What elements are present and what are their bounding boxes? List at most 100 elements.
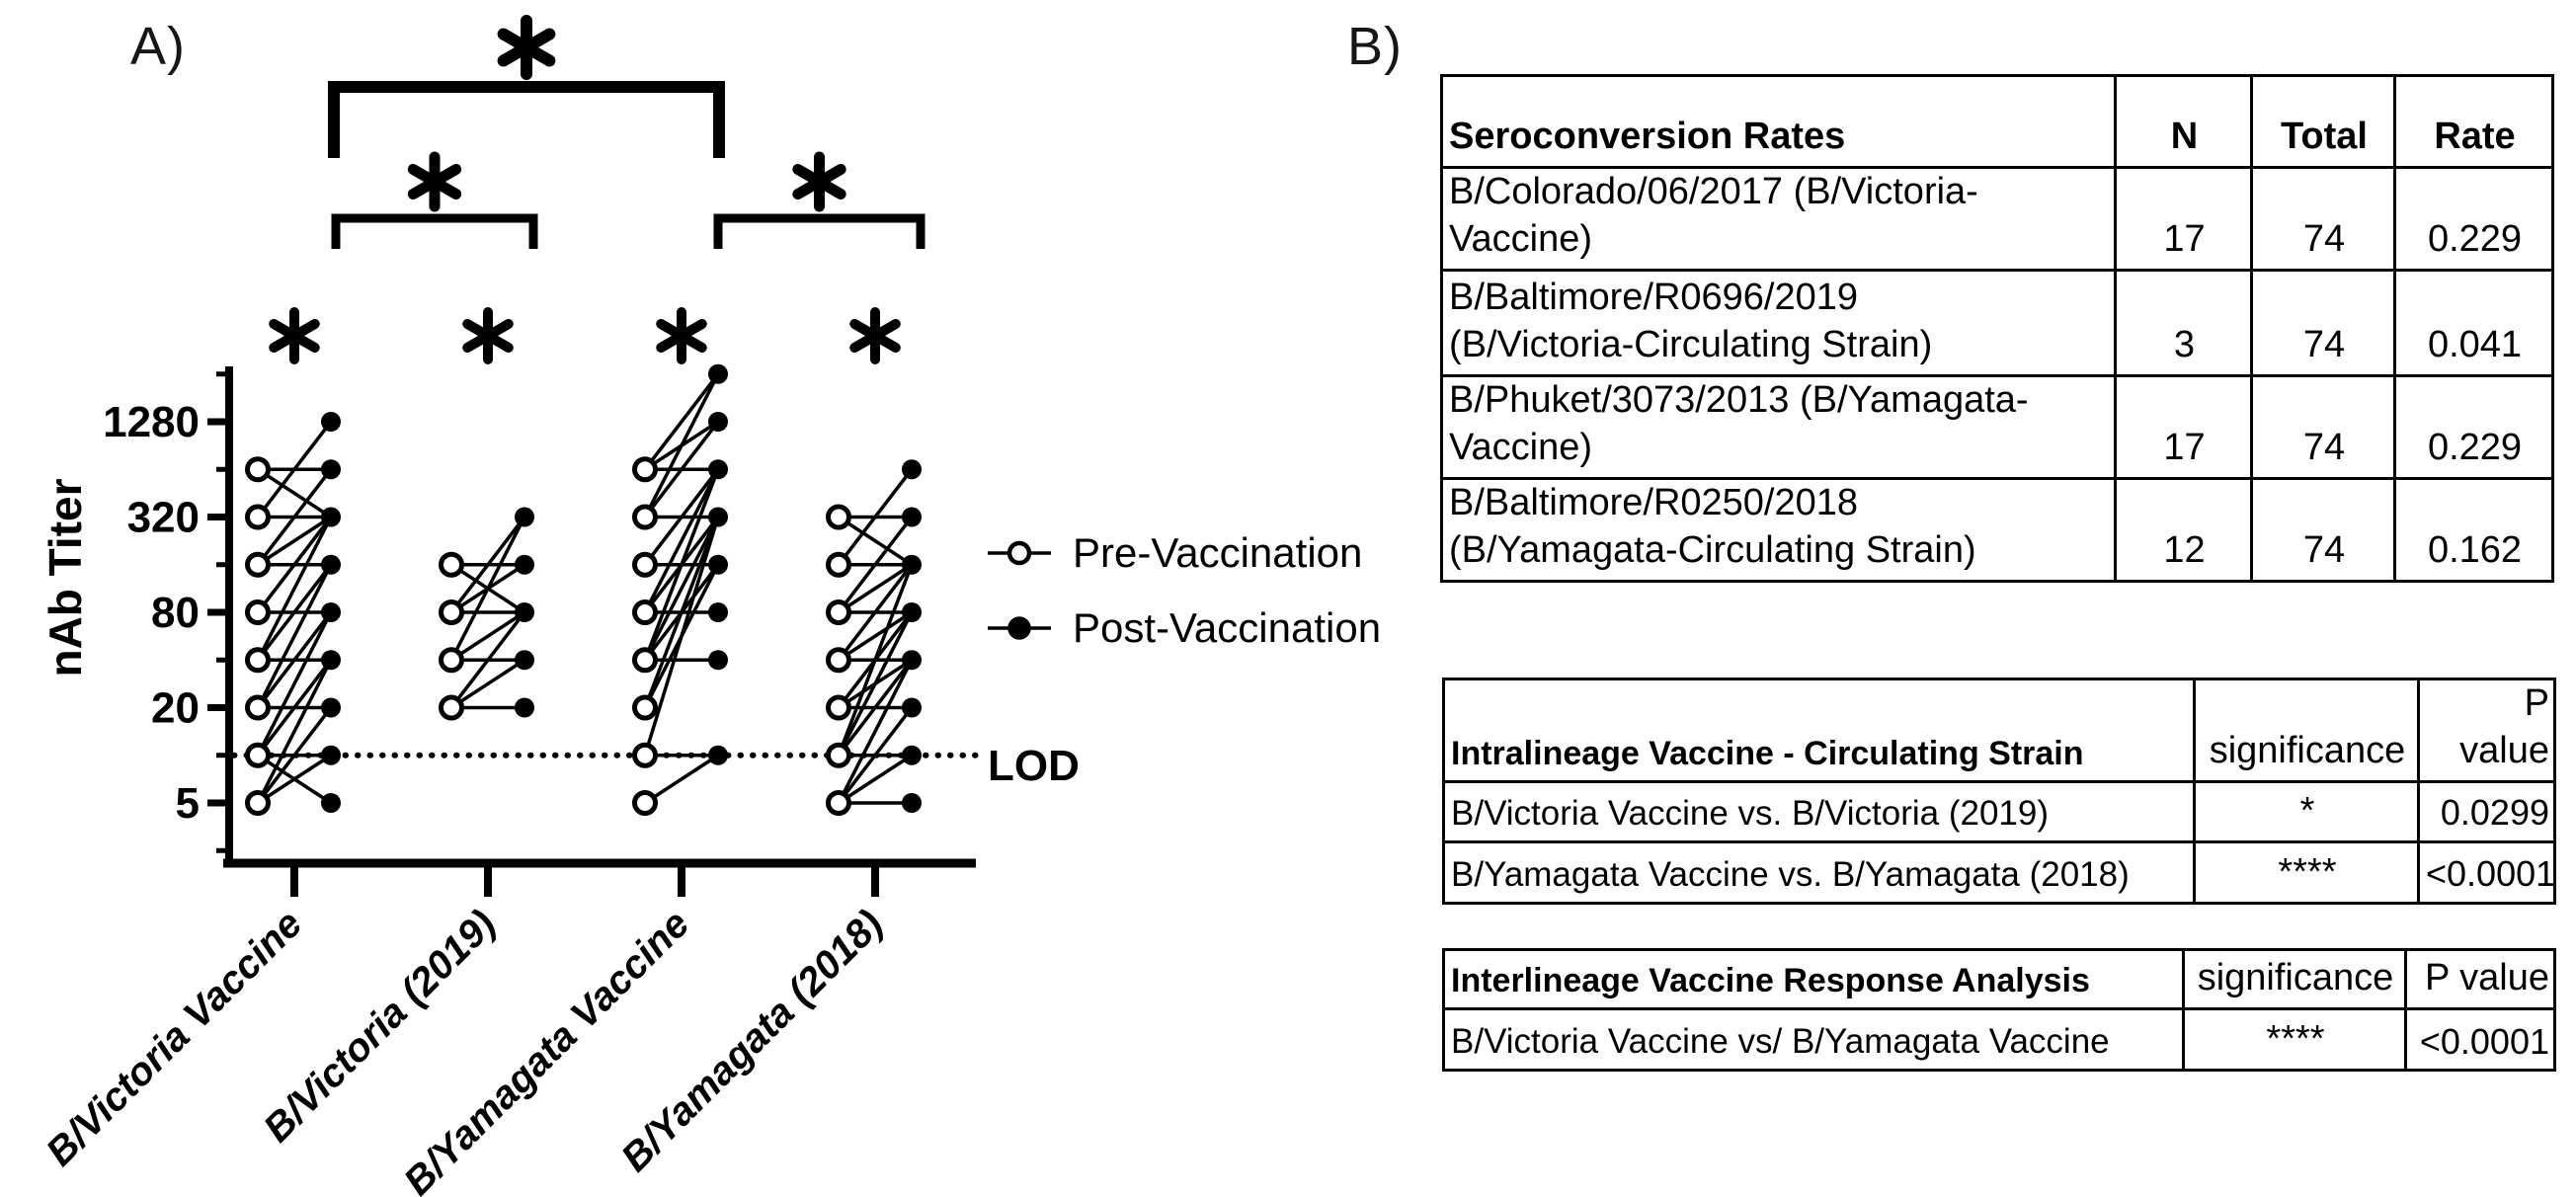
pre-point <box>245 694 271 721</box>
post-point <box>321 602 341 622</box>
cell-p: <0.0001 <box>2404 1007 2556 1072</box>
post-point <box>902 602 922 622</box>
post-point <box>708 554 728 575</box>
post-point <box>708 602 728 622</box>
row-name: B/Baltimore/R0250/2018 (B/Yamagata-Circul… <box>1440 476 2117 583</box>
pair-line <box>256 516 333 614</box>
cell-p: 0.0299 <box>2417 779 2556 843</box>
row-name: B/Victoria Vaccine vs. B/Victoria (2019) <box>1442 779 2196 843</box>
cell-significance: **** <box>2193 839 2420 905</box>
post-point <box>515 602 534 622</box>
table-row: B/Victoria Vaccine vs. B/Victoria (2019)… <box>1442 779 2556 843</box>
pair-line <box>257 467 332 519</box>
legend-open-circle-icon <box>1006 540 1032 566</box>
row-name-line: B/Baltimore/R0250/2018 <box>1449 481 1859 523</box>
legend-label: Post-Vaccination <box>1073 604 1381 651</box>
pre-point <box>632 551 658 578</box>
pair-line <box>450 610 525 662</box>
cell-n: 3 <box>2114 268 2253 377</box>
pair-line <box>643 420 720 519</box>
row-name-line: (B/Victoria-Circulating Strain) <box>1449 323 1933 365</box>
pre-point <box>826 742 851 768</box>
row-name-line: Vaccine) <box>1449 426 1593 468</box>
pair-line <box>838 754 913 805</box>
pair-line <box>256 659 333 804</box>
cell-p: <0.0001 <box>2417 839 2556 905</box>
pre-point <box>632 599 658 625</box>
pre-point <box>826 551 851 578</box>
post-point <box>321 554 341 575</box>
pair-line <box>449 516 526 614</box>
pre-point <box>245 647 271 674</box>
cell-total: 74 <box>2250 476 2396 583</box>
post-point <box>902 793 922 813</box>
pair-line <box>643 468 720 566</box>
post-point <box>902 650 922 671</box>
cell-total: 74 <box>2250 373 2396 480</box>
panel-a-label: A) <box>130 17 186 76</box>
pre-point <box>826 647 851 674</box>
y-tick-label: 1280 <box>103 398 200 446</box>
y-tick-label: 20 <box>151 684 200 733</box>
table-title: Intralineage Vaccine - Circulating Strai… <box>1442 678 2196 783</box>
post-point <box>902 697 922 718</box>
pair-line <box>643 516 720 757</box>
post-point <box>321 459 341 480</box>
pair-line <box>256 468 333 566</box>
lod-label: LOD <box>988 742 1080 790</box>
post-point <box>708 363 728 384</box>
pre-point <box>245 742 271 768</box>
column-header: N <box>2114 74 2253 169</box>
pair-line <box>256 563 333 709</box>
comparison-bracket <box>713 213 926 249</box>
legend-filled-circle-icon <box>1007 616 1031 640</box>
pair-line <box>838 563 913 614</box>
pre-point <box>632 694 658 721</box>
row-name-line: B/Phuket/3073/2013 (B/Yamagata- <box>1449 378 2029 421</box>
post-point <box>902 507 922 527</box>
pre-point <box>439 551 464 578</box>
pair-line <box>257 754 332 805</box>
column-header: P value <box>2417 678 2556 783</box>
pair-line <box>837 564 914 757</box>
pair-line <box>643 372 720 471</box>
cell-rate: 0.162 <box>2393 476 2554 583</box>
y-tick-label: 80 <box>151 589 200 637</box>
cell-rate: 0.229 <box>2393 373 2554 480</box>
post-point <box>708 745 728 765</box>
group-significance-asterisk <box>849 319 901 353</box>
post-point <box>321 793 341 813</box>
pair-line <box>838 516 913 567</box>
row-name-line: (B/Yamagata-Circulating Strain) <box>1449 528 1976 571</box>
post-point <box>708 507 728 527</box>
pair-line <box>449 516 526 662</box>
cell-rate: 0.229 <box>2393 166 2554 272</box>
table-row: B/Victoria Vaccine vs/ B/Yamagata Vaccin… <box>1442 1007 2556 1072</box>
column-header: P value <box>2404 948 2556 1010</box>
cell-significance: **** <box>2182 1007 2407 1072</box>
post-point <box>321 507 341 527</box>
post-point <box>321 745 341 765</box>
intralineage-table: Intralineage Vaccine - Circulating Strai… <box>1442 678 2556 905</box>
pair-line <box>837 516 914 614</box>
pair-line <box>837 468 914 566</box>
row-name: B/Yamagata Vaccine vs. B/Yamagata (2018) <box>1442 839 2196 905</box>
pair-line <box>256 610 333 709</box>
column-header: significance <box>2193 678 2420 783</box>
pre-point <box>439 647 464 674</box>
pre-point <box>439 694 464 721</box>
post-point <box>902 459 922 480</box>
row-name: B/Baltimore/R0696/2019(B/Victoria-Circul… <box>1440 268 2117 377</box>
cell-n: 17 <box>2114 373 2253 480</box>
group-significance-asterisk <box>656 319 707 353</box>
panel-b-label: B) <box>1347 17 1403 76</box>
comparison-asterisk <box>497 28 556 67</box>
table-row: B/Phuket/3073/2013 (B/Yamagata- Vaccine) 1… <box>1440 373 2554 480</box>
comparison-asterisk <box>792 164 846 200</box>
table-title: Interlineage Vaccine Response Analysis <box>1442 948 2185 1010</box>
pre-point <box>632 504 658 530</box>
table-header-row: Intralineage Vaccine - Circulating Strai… <box>1442 678 2556 783</box>
